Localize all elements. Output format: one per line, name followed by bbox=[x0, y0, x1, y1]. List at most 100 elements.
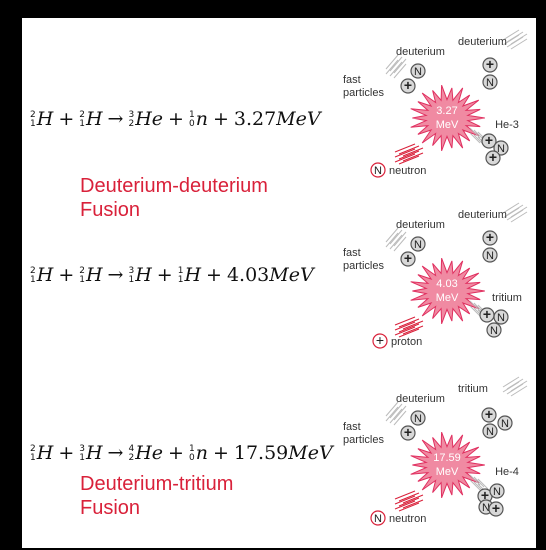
burst-energy-value: 4.03 bbox=[436, 278, 457, 290]
title-line-2: Fusion bbox=[80, 497, 141, 519]
neutron-icon: N bbox=[410, 63, 426, 79]
element-symbol: H bbox=[85, 264, 103, 286]
streak-line bbox=[469, 132, 481, 144]
nucleon-symbol: + bbox=[404, 77, 412, 93]
streak-line bbox=[469, 305, 481, 317]
streak-line bbox=[510, 385, 528, 397]
atomic-number: 0 bbox=[188, 119, 195, 129]
streak-line bbox=[389, 56, 403, 72]
operator: + bbox=[168, 108, 184, 130]
element-symbol: H bbox=[36, 108, 54, 130]
streak-line bbox=[394, 316, 416, 326]
emitted-particle-trail bbox=[394, 143, 424, 165]
burst-energy-unit: MeV bbox=[436, 292, 459, 304]
mass-number: 2 bbox=[79, 110, 85, 120]
burst-energy-unit: MeV bbox=[436, 466, 459, 478]
proton-icon: + bbox=[400, 250, 416, 267]
nucleon-circle bbox=[493, 140, 509, 156]
nucleon-circle bbox=[481, 407, 497, 423]
nucleon-symbol: N bbox=[486, 77, 494, 89]
mass-number: 2 bbox=[30, 444, 36, 454]
atomic-number: 1 bbox=[79, 119, 85, 129]
streak-line bbox=[398, 492, 420, 502]
nucleon-circle bbox=[482, 57, 498, 73]
streak-line bbox=[398, 323, 420, 333]
nucleon-circle bbox=[486, 322, 502, 338]
emitted-label: neutron bbox=[389, 165, 426, 177]
streak-line bbox=[394, 326, 416, 336]
operator: → bbox=[107, 264, 124, 286]
operator: + bbox=[206, 264, 222, 286]
operator: + bbox=[168, 442, 184, 464]
streak-line bbox=[469, 300, 481, 312]
mass-number: 1 bbox=[188, 110, 195, 120]
title-line-1: Deuterium-deuterium bbox=[80, 175, 268, 197]
right-nucleus-label: deuterium bbox=[458, 209, 507, 221]
streak-line bbox=[393, 410, 407, 426]
streak-line bbox=[502, 34, 520, 46]
neutron-icon: N bbox=[370, 162, 386, 178]
emitted-label: proton bbox=[391, 336, 422, 348]
nucleon-circle bbox=[488, 501, 504, 517]
energy-value: 3.27MeV bbox=[233, 108, 321, 130]
neutron-icon: N bbox=[497, 415, 513, 431]
nucleon-circle bbox=[482, 423, 498, 439]
left-nucleus-label: deuterium bbox=[396, 46, 445, 58]
mass-number: 2 bbox=[30, 266, 36, 276]
energy-burst bbox=[410, 258, 485, 324]
atomic-number: 2 bbox=[128, 119, 135, 129]
burst-energy-value: 17.59 bbox=[433, 452, 461, 464]
operator: + bbox=[156, 264, 173, 286]
energy-unit: MeV bbox=[269, 264, 314, 286]
title-line-1: Deuterium-tritium bbox=[80, 473, 234, 495]
fast-particles-label: particles bbox=[343, 260, 384, 272]
proton-icon: + bbox=[482, 229, 498, 246]
streak-line bbox=[398, 318, 420, 328]
nucleon-circle bbox=[497, 415, 513, 431]
proton-icon: + bbox=[488, 500, 504, 517]
streak-line bbox=[394, 148, 416, 158]
neutron-icon: N bbox=[482, 423, 498, 439]
nucleon-circle bbox=[400, 78, 416, 94]
mass-number: 1 bbox=[188, 444, 195, 454]
reaction-diagram-1: deuteriumdeuteriumfastparticles3.27MeVN+… bbox=[343, 29, 528, 178]
proton-icon: + bbox=[482, 56, 498, 73]
element-symbol: H bbox=[184, 264, 202, 286]
nucleon-symbol: N bbox=[482, 502, 490, 514]
mass-number: 3 bbox=[128, 266, 135, 276]
emitted-symbol: N bbox=[374, 165, 382, 177]
right-nucleus-label: deuterium bbox=[458, 36, 507, 48]
streak-line bbox=[385, 59, 399, 75]
element-symbol: H bbox=[85, 108, 103, 130]
emitted-particle-trail bbox=[394, 316, 424, 338]
streak-line bbox=[385, 54, 399, 70]
operator: + bbox=[212, 108, 229, 130]
streak-line bbox=[394, 495, 416, 505]
nucleon-symbol: N bbox=[490, 325, 498, 337]
left-nucleus-label: deuterium bbox=[396, 219, 445, 231]
right-particle-trail bbox=[502, 376, 528, 397]
proton-icon: + bbox=[481, 406, 497, 423]
streak-line bbox=[394, 490, 416, 500]
neutron-icon: N bbox=[482, 247, 498, 263]
streak-line bbox=[393, 63, 407, 79]
streak-line bbox=[473, 476, 485, 488]
nucleon-symbol: + bbox=[486, 56, 494, 72]
streak-line bbox=[398, 502, 420, 512]
operator: → bbox=[107, 108, 124, 130]
title-deuterium-deuterium: Deuterium-deuterium Fusion bbox=[80, 174, 268, 222]
nucleon-circle bbox=[482, 247, 498, 263]
atomic-number: 1 bbox=[79, 453, 85, 463]
nucleon-symbol: N bbox=[414, 413, 422, 425]
streak-line bbox=[506, 209, 524, 221]
nucleon-symbol: + bbox=[485, 406, 493, 422]
nucleon-circle bbox=[481, 133, 497, 149]
nucleon-symbol: N bbox=[486, 250, 494, 262]
neutron-icon: N bbox=[370, 510, 386, 526]
